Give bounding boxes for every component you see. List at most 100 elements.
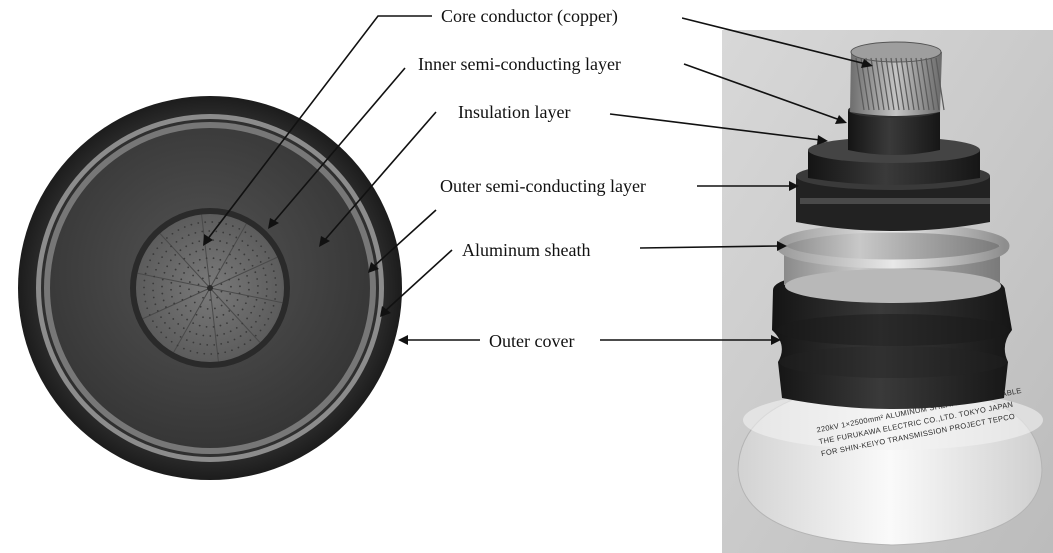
core-strand-dot	[224, 272, 227, 275]
core-strand-dot	[206, 307, 209, 310]
core-strand-dot	[260, 245, 263, 248]
core-strand-dot	[197, 222, 200, 224]
core-strand-dot	[247, 295, 249, 298]
core-strand-dot	[249, 339, 252, 342]
core-strand-dot	[220, 283, 223, 286]
core-strand-dot	[220, 290, 223, 293]
core-strand-dot	[250, 235, 253, 238]
core-strand-dot	[157, 262, 160, 265]
core-strand-dot	[256, 255, 259, 257]
core-strand-dot	[182, 327, 185, 330]
core-segment-line	[209, 256, 278, 289]
copper-strand	[885, 57, 895, 111]
core-strand-dot	[154, 303, 157, 306]
core-strand-dot	[197, 283, 200, 286]
core-strand-dot	[184, 304, 187, 307]
core-strand-dot	[164, 322, 166, 324]
core-strand-dot	[229, 253, 231, 256]
core-strand-dot	[212, 257, 215, 260]
core-strand-dot	[270, 263, 273, 266]
core-strand-dot	[204, 221, 207, 224]
core-strand-dot	[189, 330, 191, 333]
outer-semi-right-arrowhead	[789, 181, 799, 191]
insulation-right-arrowhead	[817, 135, 828, 145]
core-strand-dot	[235, 326, 238, 329]
core-strand-pattern	[137, 214, 283, 362]
core-strand-dot	[195, 313, 198, 316]
core-strand-dot	[219, 258, 222, 261]
core-strand-dot	[183, 347, 185, 350]
core-segment-line	[173, 287, 211, 353]
copper-strand	[930, 57, 940, 111]
core-segment-line	[159, 233, 211, 289]
core-strand-dot	[178, 262, 181, 265]
core-strand-dot	[232, 318, 234, 321]
core-strand-dot	[208, 230, 211, 232]
core-segment-line	[209, 287, 261, 343]
core-strand-dot	[272, 270, 275, 272]
core-strand-dot	[144, 300, 147, 303]
core-strand-dot	[231, 225, 234, 227]
core-strand-dot	[238, 227, 241, 230]
core-strand-dot	[187, 234, 190, 237]
core-strand-dot	[177, 229, 180, 231]
core-strand-dot	[160, 316, 162, 319]
core-strand-dot	[148, 313, 151, 316]
core-strand-dot	[205, 257, 208, 260]
core-strand-dot	[198, 324, 201, 327]
core-strand-dot	[156, 309, 159, 312]
core-strand-dot	[192, 262, 195, 264]
copper-strand	[900, 57, 910, 111]
copper-strand	[935, 57, 945, 111]
core-strand-dot	[202, 316, 204, 319]
label-aluminum-sheath: Aluminum sheath	[462, 240, 591, 260]
core-strand-dot	[191, 242, 194, 245]
core-strand-dot	[170, 281, 173, 284]
core-strand-dot	[161, 256, 163, 259]
core-strand-dot	[272, 304, 275, 307]
core-strand-dot	[255, 320, 257, 323]
core-strand-dot	[173, 331, 176, 334]
core-strand-dot	[202, 296, 204, 299]
core-strand-dot	[230, 266, 233, 269]
core-strand-dot	[232, 245, 235, 247]
core-strand-dot	[193, 301, 196, 304]
core-strand-dot	[233, 305, 235, 307]
insulation-left-arrowhead	[319, 236, 330, 247]
core-strand-dot	[265, 295, 268, 297]
core-strand-dot	[165, 250, 168, 253]
core-strand-dot	[179, 285, 181, 288]
core-strand-dot	[234, 257, 237, 260]
core-strand-dot	[275, 284, 277, 286]
core-strand-dot	[198, 240, 201, 243]
core-strand-dot	[248, 288, 250, 291]
core-strand-dot	[238, 248, 240, 251]
copper-strand	[890, 57, 900, 111]
core-strand-dot	[247, 258, 250, 261]
core-strand-dot	[243, 268, 246, 271]
core-strand-dot	[266, 288, 268, 290]
core-strand-dot	[146, 265, 149, 268]
leader-lines	[203, 15, 873, 345]
copper-strand	[880, 57, 890, 111]
cover-right-arrowhead	[771, 335, 781, 345]
core-strand-dot	[174, 254, 177, 256]
core-segment-line	[142, 287, 211, 320]
core-strand-dot	[236, 299, 239, 301]
core-strand-dot	[224, 351, 227, 354]
core-strand-dot	[155, 326, 158, 328]
core-strand-dot	[143, 279, 146, 282]
core-strand-dot	[264, 274, 267, 276]
core-strand-dot	[210, 353, 213, 355]
core-strand-dot	[241, 322, 244, 325]
label-insulation: Insulation layer	[458, 102, 570, 122]
copper-strand	[855, 57, 865, 111]
core-strand-dot	[225, 242, 228, 244]
core-strand-dot	[202, 248, 204, 251]
core-strand-dot	[225, 223, 228, 225]
core-strand-dot	[244, 302, 247, 305]
core-strand-dot	[175, 241, 178, 243]
core-strand-dot	[168, 312, 171, 315]
core-strand-dot	[265, 281, 268, 283]
core-strand-dot	[171, 295, 173, 298]
